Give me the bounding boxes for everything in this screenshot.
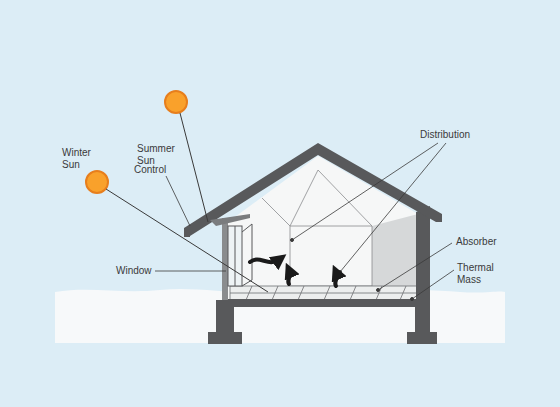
floor-slab [222,299,430,307]
heat-arrows [250,259,337,286]
sun-label: Summer Sun [137,143,177,167]
wall [222,218,228,300]
leader-dots [291,239,414,301]
part-label: Absorber [456,236,497,248]
awning [210,214,250,226]
floor-tiles [230,286,418,300]
summer-ray [180,113,208,222]
interior [228,156,418,300]
footing [208,332,242,344]
window-glass [228,224,252,286]
part-label: Thermal Mass [457,262,501,286]
roof [184,143,442,236]
eave [184,228,190,237]
winter-sun [86,171,108,193]
leader-lines [155,143,454,299]
floor-grid [230,286,418,300]
summer-sun [165,91,187,113]
part-label: Window [116,265,152,277]
part-label: Distribution [420,129,470,141]
sun-label: Winter Sun [62,147,102,171]
footing [407,332,437,344]
part-label: Control [134,164,166,176]
interior-lines [262,170,372,286]
winter-ray [106,189,268,292]
pier [415,304,430,334]
